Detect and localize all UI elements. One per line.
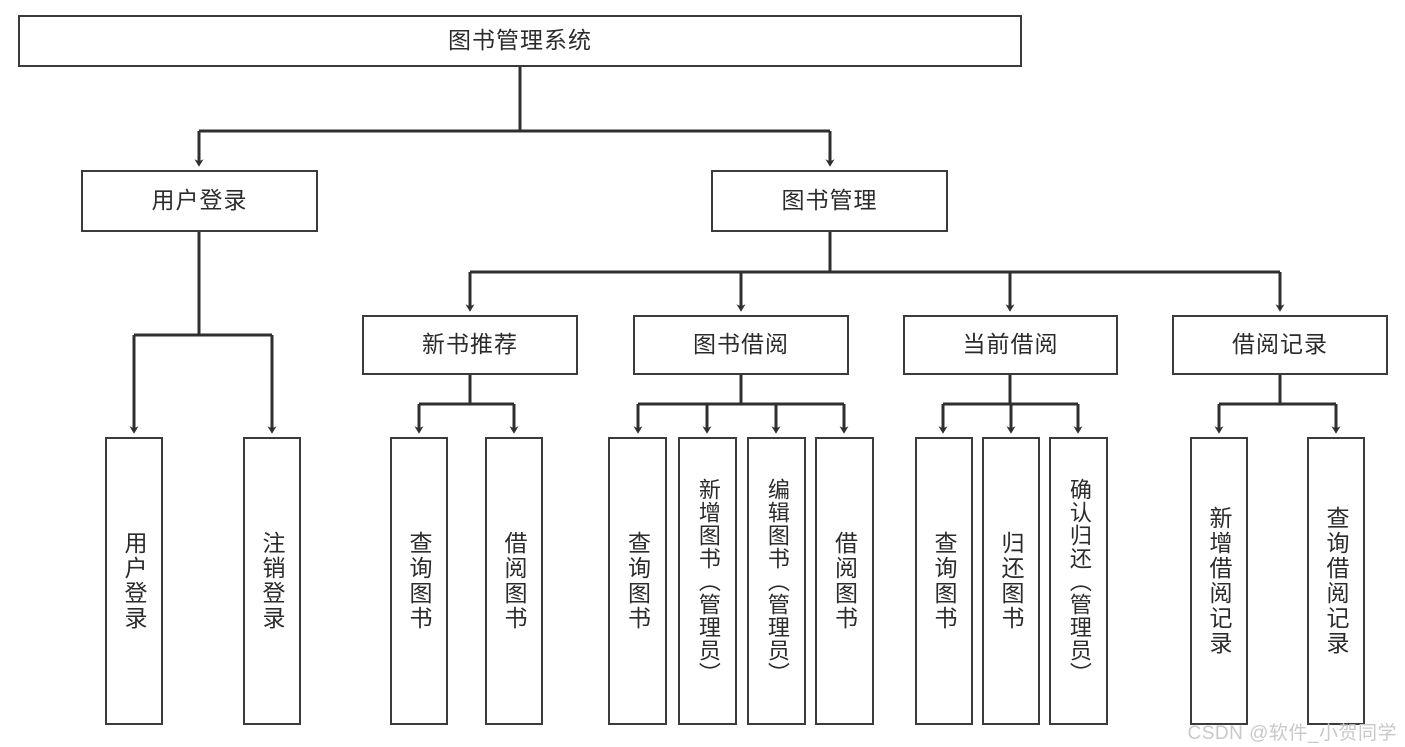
node-label: 查询图书 <box>931 531 958 631</box>
node-label: 新增借阅记录 <box>1206 506 1233 656</box>
node-label: 借阅记录 <box>1232 331 1328 358</box>
node-label: 用户登录 <box>121 531 148 631</box>
node-label: 新书推荐 <box>422 331 518 358</box>
node-borrow-records[interactable]: 借阅记录 <box>1172 315 1388 375</box>
node-label: 用户登录 <box>151 187 248 214</box>
leaf-add-book-admin[interactable]: 新增图书（管理员） <box>678 437 737 725</box>
leaf-query-books-current[interactable]: 查询图书 <box>915 437 973 725</box>
node-label: 图书管理系统 <box>448 27 592 54</box>
leaf-add-borrow-record[interactable]: 新增借阅记录 <box>1190 437 1248 725</box>
node-label: 查询借阅记录 <box>1323 506 1350 656</box>
leaf-query-borrow-record[interactable]: 查询借阅记录 <box>1307 437 1365 725</box>
leaf-query-books-borrow[interactable]: 查询图书 <box>608 437 667 725</box>
leaf-borrow-books-recommend[interactable]: 借阅图书 <box>485 437 543 725</box>
leaf-return-book[interactable]: 归还图书 <box>982 437 1040 725</box>
node-book-borrow[interactable]: 图书借阅 <box>633 315 849 375</box>
node-label: 图书管理 <box>781 187 878 214</box>
node-label: 注销登录 <box>259 531 286 631</box>
node-book-management[interactable]: 图书管理 <box>711 170 948 232</box>
leaf-user-login[interactable]: 用户登录 <box>105 437 163 725</box>
node-label: 确认归还（管理员） <box>1066 477 1092 685</box>
node-label: 新增图书（管理员） <box>695 477 721 685</box>
node-new-book-recommend[interactable]: 新书推荐 <box>362 315 578 375</box>
node-user-login[interactable]: 用户登录 <box>81 170 318 232</box>
leaf-borrow-book[interactable]: 借阅图书 <box>815 437 874 725</box>
node-current-borrow[interactable]: 当前借阅 <box>903 315 1118 375</box>
node-root[interactable]: 图书管理系统 <box>18 15 1022 67</box>
leaf-confirm-return-admin[interactable]: 确认归还（管理员） <box>1049 437 1108 725</box>
node-label: 查询图书 <box>406 531 433 631</box>
node-label: 借阅图书 <box>831 531 858 631</box>
node-label: 图书借阅 <box>693 331 789 358</box>
csdn-watermark: CSDN @软件_小贺同学 <box>1187 723 1397 744</box>
leaf-query-books-recommend[interactable]: 查询图书 <box>390 437 448 725</box>
leaf-edit-book-admin[interactable]: 编辑图书（管理员） <box>747 437 806 725</box>
node-label: 编辑图书（管理员） <box>764 477 790 685</box>
node-label: 借阅图书 <box>501 531 528 631</box>
node-label: 当前借阅 <box>962 331 1059 358</box>
leaf-logout[interactable]: 注销登录 <box>243 437 301 725</box>
node-label: 归还图书 <box>998 531 1025 631</box>
node-label: 查询图书 <box>624 531 651 631</box>
